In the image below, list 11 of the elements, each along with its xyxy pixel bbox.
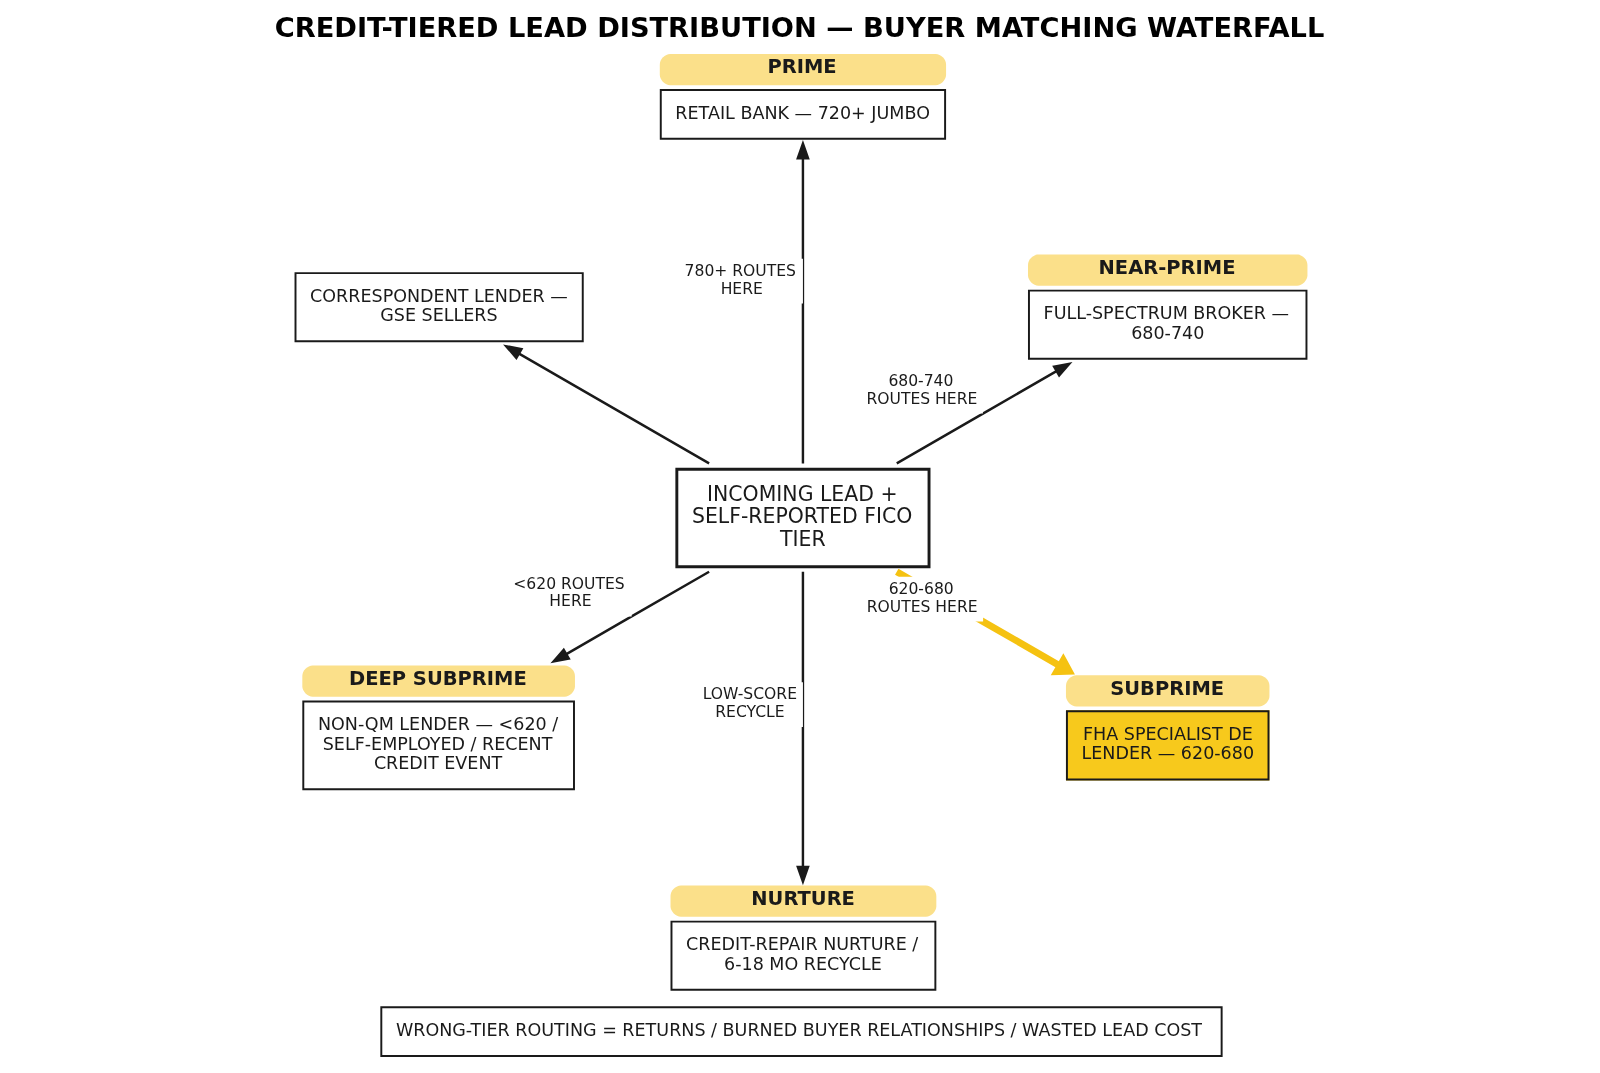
arrow bbox=[502, 344, 710, 465]
edge-label: 680-740 ROUTES HERE bbox=[866, 372, 977, 408]
arrow bbox=[895, 361, 1072, 465]
edge-label: 780+ ROUTES HERE bbox=[684, 262, 796, 298]
edge-label: LOW-SCORE RECYCLE bbox=[702, 685, 797, 721]
edge-label: 620-680 ROUTES HERE bbox=[866, 580, 978, 616]
arrow bbox=[549, 570, 710, 664]
arrow bbox=[795, 140, 810, 464]
arrow bbox=[795, 571, 810, 886]
diagram-title: CREDIT-TIERED LEAD DISTRIBUTION — BUYER MATCHING WATERFALL bbox=[274, 11, 1324, 43]
edge-label: <620 ROUTES HERE bbox=[512, 574, 625, 611]
